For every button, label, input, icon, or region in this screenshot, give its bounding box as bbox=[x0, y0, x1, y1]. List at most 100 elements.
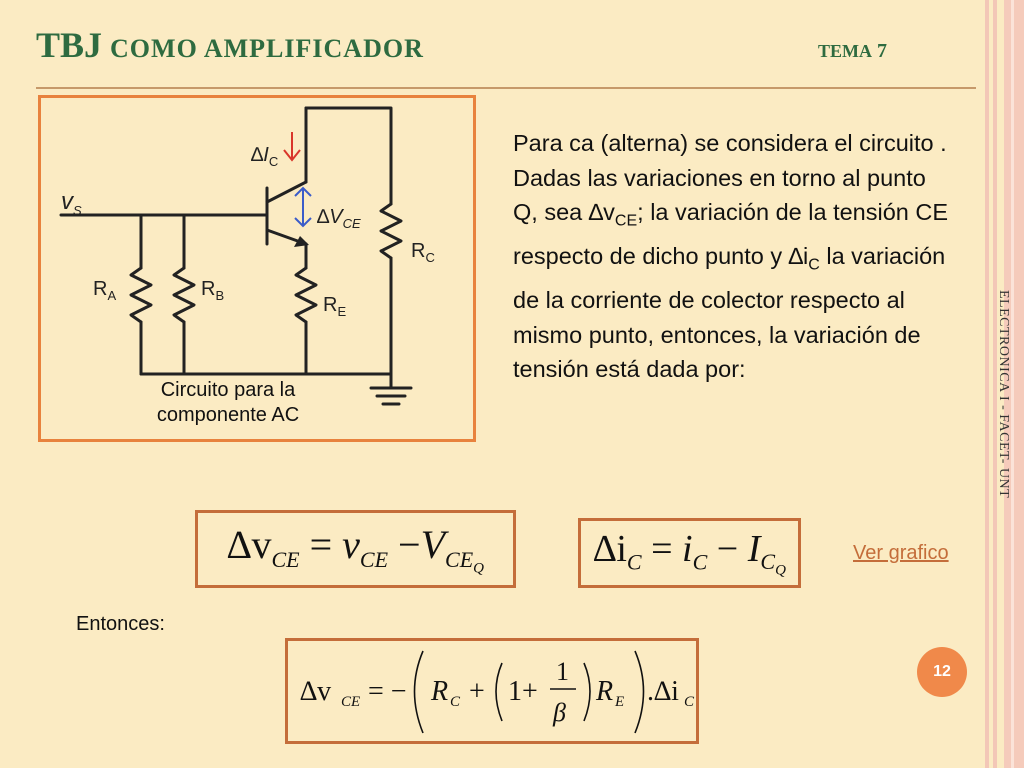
entonces-label: Entonces: bbox=[76, 613, 165, 635]
side-course-text: ELECTRONICA I - FACET- UNT bbox=[996, 290, 1011, 499]
circuit-caption: Circuito para la componente AC bbox=[133, 378, 323, 428]
eq3-equals: = − bbox=[368, 676, 407, 707]
rc-resistor bbox=[379, 202, 403, 260]
equation-delta-ic: ∆iC = iC − ICQ bbox=[578, 518, 801, 588]
vce-arrow bbox=[294, 186, 312, 228]
side-stripe bbox=[1011, 0, 1014, 768]
side-stripe bbox=[993, 0, 997, 768]
rb-main: R bbox=[201, 278, 216, 300]
delta-ic-label: ∆IC bbox=[251, 144, 278, 169]
explanation-paragraph: Para ca (alterna) se considera el circui… bbox=[513, 126, 953, 387]
ra-label: RA bbox=[93, 278, 116, 303]
delta-vce-label: ∆VCE bbox=[317, 206, 361, 231]
eq2-term1: i bbox=[682, 527, 693, 570]
eq3-rc-sub: C bbox=[450, 694, 461, 710]
emitter-arrowhead bbox=[294, 236, 309, 247]
vce-main: V bbox=[329, 206, 343, 228]
eq3-dot-delta-i: .∆i bbox=[647, 676, 679, 707]
eq3-numerator: 1 bbox=[556, 657, 569, 686]
rc-sub: C bbox=[425, 250, 435, 265]
eq2-minus: − bbox=[716, 527, 739, 570]
circuit-diagram: vS ∆IC ∆VCE RC RA RB RE Circuito para la… bbox=[38, 95, 476, 442]
equation-delta-vce-expr: ∆vCE = vCE −VCEQ bbox=[227, 521, 484, 577]
caption-line-2: componente AC bbox=[156, 404, 300, 426]
eq2-term2-sub: C bbox=[760, 549, 776, 575]
slide-title: TBJ como amplificador bbox=[36, 24, 424, 66]
re-sub: E bbox=[337, 304, 347, 319]
para-text-2: ; la variación de la tensión CE respecto… bbox=[513, 199, 949, 270]
eq3-lhs: ∆v bbox=[300, 676, 331, 707]
eq1-lhs-sub: CE bbox=[271, 546, 300, 572]
title-main: TBJ bbox=[36, 25, 103, 65]
para-text-3: la variación de la corriente de colector… bbox=[513, 243, 946, 383]
ra-resistor bbox=[129, 266, 153, 324]
equation-delta-ic-expr: ∆iC = iC − ICQ bbox=[593, 527, 786, 580]
eq2-term2: I bbox=[747, 527, 761, 570]
eq1-term2: V bbox=[420, 521, 446, 567]
eq3-di-sub: C bbox=[684, 694, 695, 710]
topic-label: tema 7 bbox=[818, 40, 887, 63]
eq1-lhs: ∆v bbox=[226, 521, 272, 567]
eq2-term2-subsub: Q bbox=[775, 562, 786, 579]
transistor-collector bbox=[265, 180, 308, 204]
re-resistor bbox=[294, 266, 318, 324]
eq1-minus: − bbox=[398, 521, 421, 567]
para-delta-v-sub: CE bbox=[614, 212, 638, 230]
eq1-term1: v bbox=[342, 521, 360, 567]
vs-sub: S bbox=[73, 202, 82, 218]
para-text-1: Para ca (alterna) se considera el circui… bbox=[513, 130, 947, 225]
eq1-term2-subsub: Q bbox=[473, 560, 485, 577]
side-stripe bbox=[1004, 0, 1024, 768]
para-delta-v: ∆v bbox=[588, 199, 615, 225]
ra-sub: A bbox=[107, 288, 117, 303]
top-wire bbox=[304, 106, 393, 206]
topic-word: tema bbox=[818, 41, 872, 61]
eq3-re-sub: E bbox=[614, 694, 624, 710]
ra-main: R bbox=[93, 278, 108, 300]
ic-sub: C bbox=[268, 154, 279, 169]
eq3-outer-paren-left bbox=[413, 650, 424, 734]
eq1-equals: = bbox=[309, 521, 333, 567]
eq2-equals: = bbox=[651, 527, 673, 570]
circuit-schematic bbox=[59, 106, 413, 406]
delta-symbol: ∆ bbox=[251, 144, 264, 166]
equation-delta-vce-result: ∆v CE = − R C + 1+ 1 β R E .∆i C bbox=[285, 638, 699, 744]
vce-sub: CE bbox=[342, 216, 361, 231]
eq3-one-plus: 1+ bbox=[508, 676, 538, 707]
eq3-lhs-sub: CE bbox=[341, 694, 360, 710]
eq2-term1-sub: C bbox=[692, 549, 708, 575]
equation-result-svg: ∆v CE = − R C + 1+ 1 β R E .∆i C bbox=[300, 650, 695, 734]
topic-number: 7 bbox=[877, 40, 887, 62]
eq1-term1-sub: CE bbox=[359, 546, 389, 572]
eq3-outer-paren-right bbox=[634, 650, 645, 734]
title-rest: como amplificador bbox=[110, 34, 424, 63]
rc-main: R bbox=[411, 240, 426, 262]
side-stripe bbox=[985, 0, 989, 768]
rb-sub: B bbox=[215, 288, 225, 303]
vs-label: vS bbox=[61, 188, 82, 218]
eq3-denominator: β bbox=[552, 698, 566, 727]
rb-resistor bbox=[172, 266, 196, 324]
eq2-lhs: ∆i bbox=[593, 527, 627, 570]
page-number-badge: 12 bbox=[917, 647, 967, 697]
eq1-term2-sub: CE bbox=[445, 546, 474, 572]
eq2-lhs-sub: C bbox=[626, 549, 642, 575]
eq3-inner-paren-right bbox=[583, 662, 591, 722]
eq3-plus: + bbox=[469, 676, 485, 707]
rb-label: RB bbox=[201, 278, 224, 303]
caption-line-1: Circuito para la bbox=[160, 379, 296, 401]
equation-delta-vce: ∆vCE = vCE −VCEQ bbox=[195, 510, 516, 588]
ic-arrow bbox=[283, 132, 301, 162]
ver-grafico-link[interactable]: Ver grafico bbox=[853, 542, 949, 564]
eq3-inner-paren-left bbox=[495, 662, 503, 722]
eq3-rc: R bbox=[430, 676, 448, 707]
re-main: R bbox=[323, 294, 338, 316]
delta-symbol: ∆ bbox=[317, 206, 330, 228]
ic-main: I bbox=[263, 144, 269, 166]
vs-main: v bbox=[61, 188, 73, 215]
re-label: RE bbox=[323, 294, 346, 319]
title-divider bbox=[36, 87, 976, 89]
rc-label: RC bbox=[411, 240, 435, 265]
para-delta-i-sub: C bbox=[808, 256, 820, 274]
para-delta-i: ∆i bbox=[788, 243, 809, 270]
